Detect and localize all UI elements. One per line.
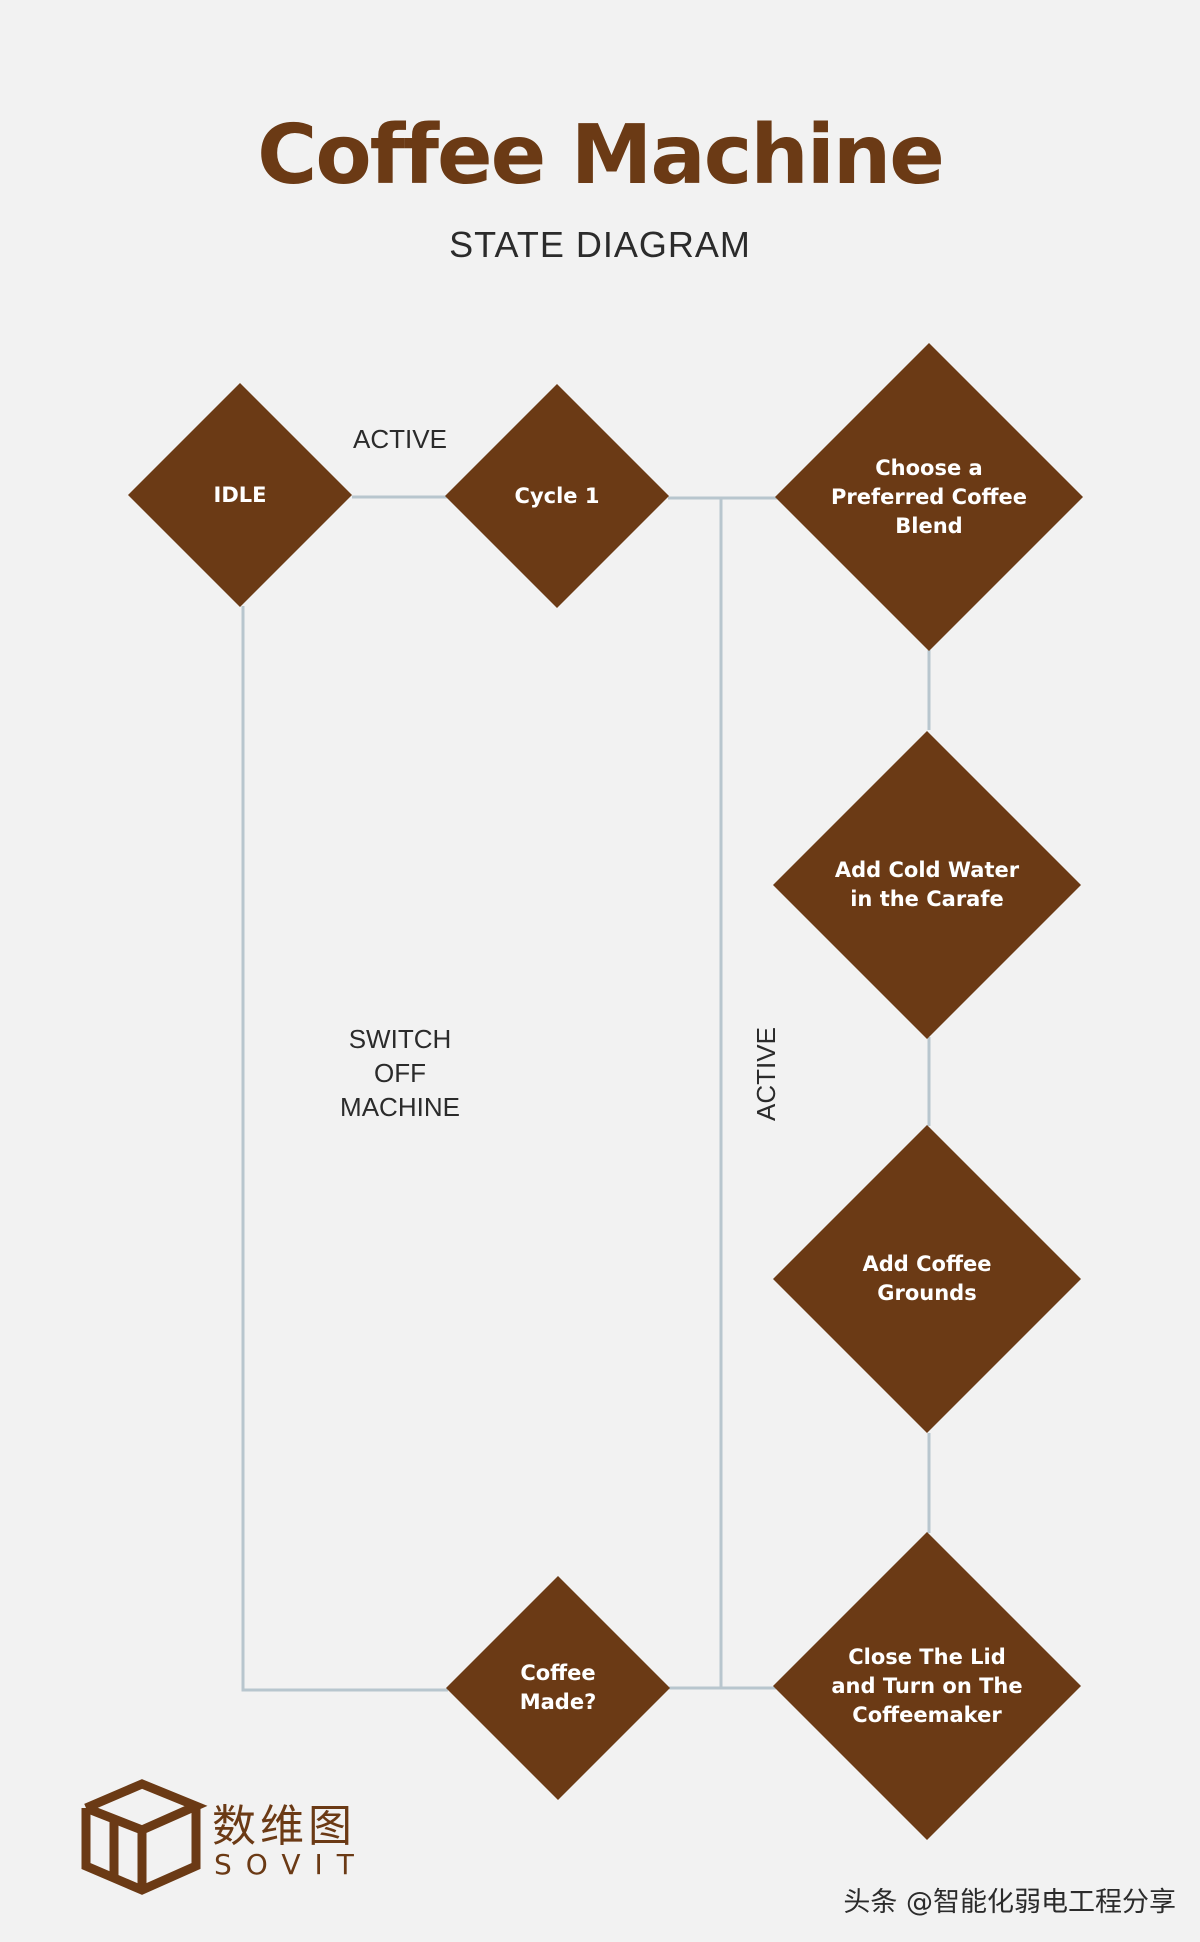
edges xyxy=(241,495,931,1692)
node-label-close: Close The Lid and Turn on The Coffeemake… xyxy=(831,1644,1023,1727)
node-choose xyxy=(775,343,1083,651)
node-label-cycle1: Cycle 1 xyxy=(514,483,600,508)
edge-made-idle xyxy=(241,606,448,1692)
node-idle xyxy=(128,383,352,607)
cube-logo-icon xyxy=(81,1779,208,1895)
watermark: 头条 @智能化弱电工程分享 xyxy=(843,1887,1176,1918)
logo-name-en: SOVIT xyxy=(214,1848,368,1881)
edge-label-active-top: ACTIVE xyxy=(353,424,447,454)
page-title: Coffee Machine xyxy=(257,108,945,203)
node-label-made: Coffee Made? xyxy=(519,1661,597,1714)
node-label-idle: IDLE xyxy=(213,482,267,507)
edge-label-switch-off: SWITCH OFF MACHINE xyxy=(340,1024,460,1122)
page-subtitle: STATE DIAGRAM xyxy=(449,224,751,265)
edge-label-active-vertical: ACTIVE xyxy=(751,1027,781,1121)
node-label-choose: Choose a Preferred Coffee Blend xyxy=(830,455,1027,538)
logo-name-cn: 数维图 xyxy=(212,1801,356,1852)
node-label-grounds: Add Coffee Grounds xyxy=(862,1252,992,1305)
node-label-water: Add Cold Water in the Carafe xyxy=(834,858,1020,911)
node-grounds xyxy=(773,1125,1081,1433)
node-made xyxy=(446,1576,670,1800)
node-close xyxy=(773,1532,1081,1840)
node-water xyxy=(773,731,1081,1039)
node-cycle1 xyxy=(445,384,669,608)
